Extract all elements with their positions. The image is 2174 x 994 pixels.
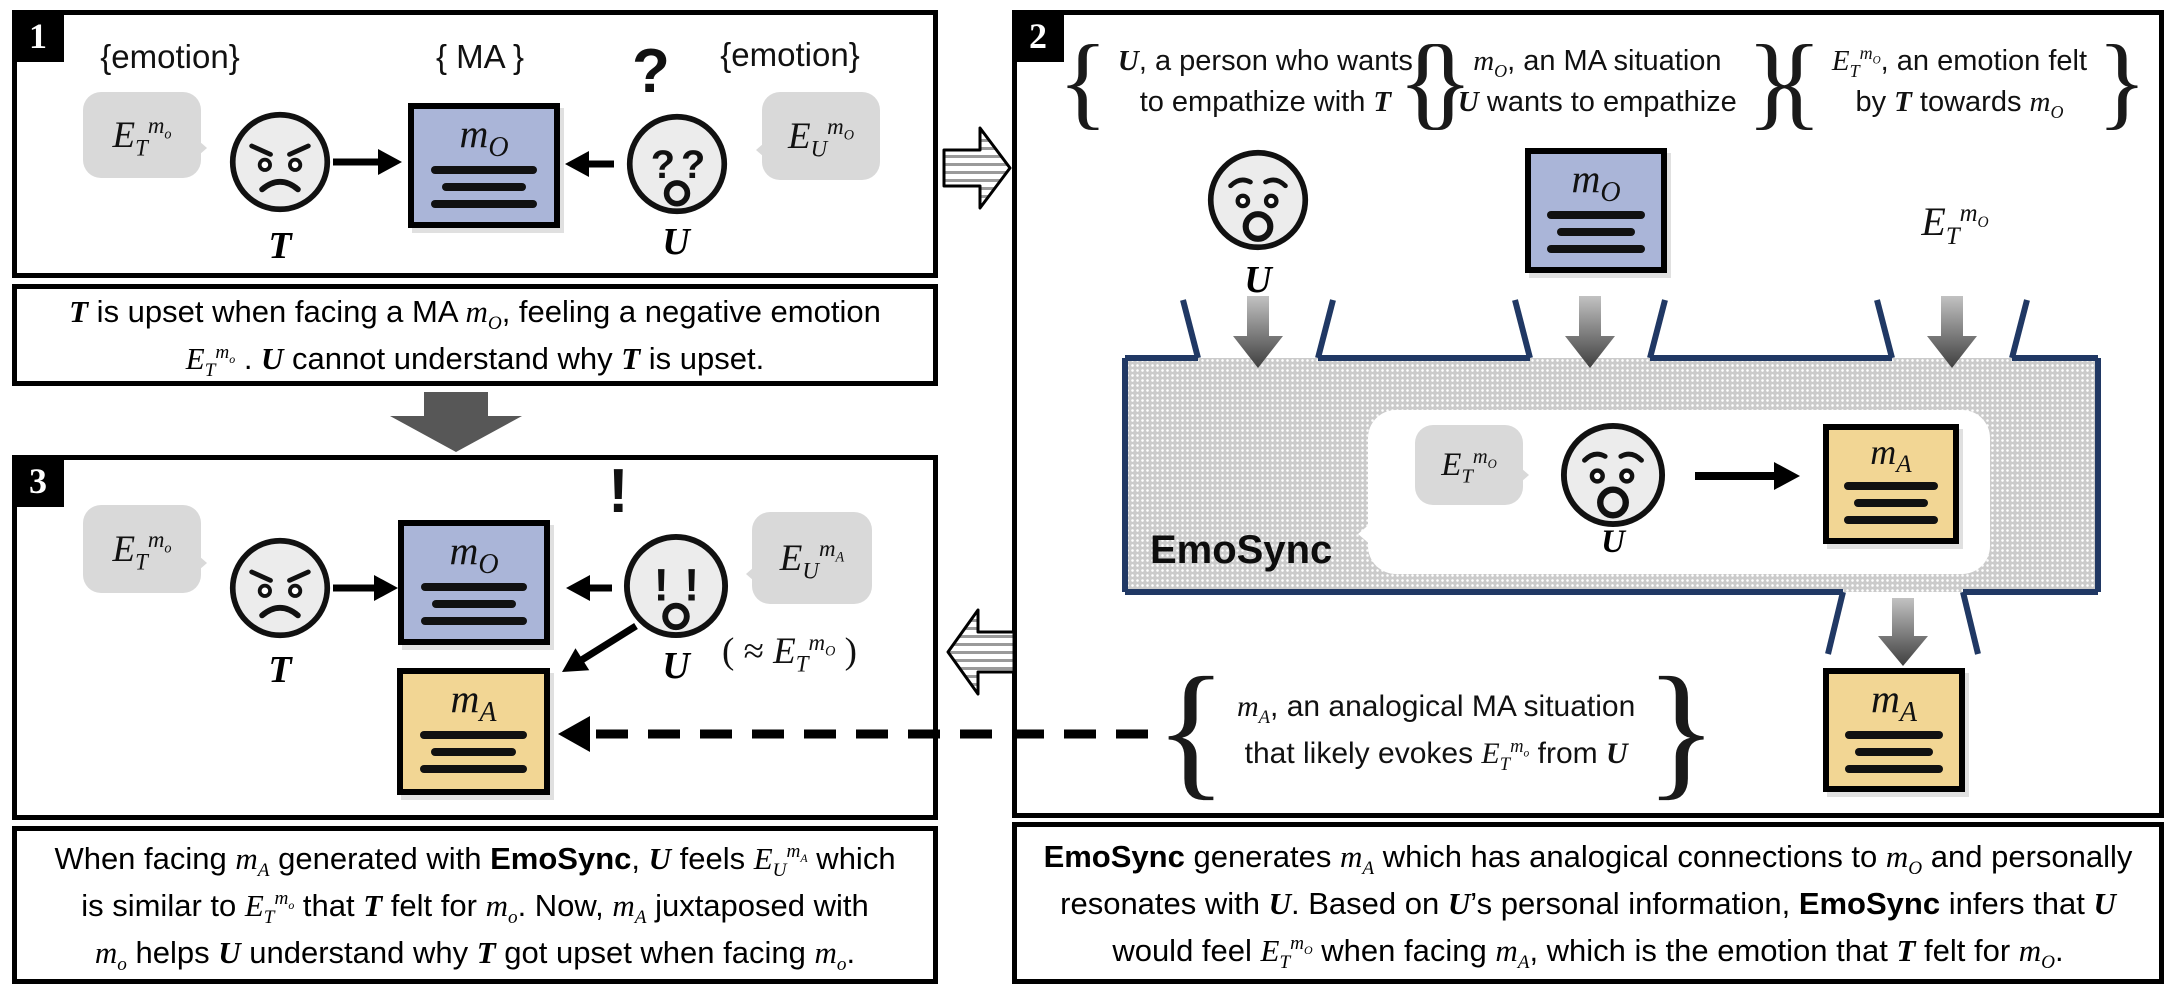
face-label-U: U: [1244, 259, 1272, 301]
brace-right: }: [1422, 24, 1473, 139]
angry-face-T-icon: [228, 110, 332, 219]
down-arrow-panel1-to-panel3: [390, 392, 522, 452]
text-line: [1843, 516, 1939, 524]
text-line: [430, 166, 538, 174]
set-label-ma: { MA }: [435, 38, 525, 75]
set-label-emotion-left: {emotion}: [100, 38, 240, 75]
speech-bubble-emotion-inner: ETmO: [1415, 425, 1529, 505]
document-box-ma-output: mA: [1823, 668, 1965, 792]
brace-right: }: [1645, 647, 1718, 813]
emosync-system-label: EmoSync: [1150, 528, 1333, 572]
text-line: [1844, 731, 1944, 739]
brace-left: {: [1398, 24, 1448, 139]
annotation-line: to empathize with T: [1139, 86, 1392, 118]
speech-bubble-emotion-T: ETmo: [83, 92, 207, 178]
brace-right: }: [1746, 24, 1797, 139]
text-line: [1546, 245, 1646, 253]
annotation-line: by T towards mO: [1855, 86, 2064, 122]
math-EU-mO: EUmO: [787, 114, 855, 161]
box-title-mo: mO: [459, 111, 509, 163]
realization-face-U-icon: ! !: [622, 532, 730, 645]
document-box-mo: mO: [408, 103, 560, 228]
math-EU-mA: EUmA: [779, 536, 845, 583]
question-mark-icon: ?: [632, 37, 670, 106]
confused-face-U-icon: ? ?: [625, 112, 729, 221]
text-line: [420, 617, 528, 625]
face-label-T: T: [268, 649, 292, 691]
striped-arrow-panel1-to-panel2: [942, 126, 1012, 210]
box-title-ma: mA: [1870, 432, 1912, 479]
annotation-line: U, a person who wants: [1117, 45, 1413, 77]
document-box-ma: mA: [397, 668, 550, 795]
math-ET-mo: ETmo: [112, 527, 172, 574]
approx-equals-note: ( ≈ ETmO ): [722, 629, 857, 677]
box-title-ma: mA: [450, 676, 497, 728]
face-label-T: T: [268, 225, 292, 267]
worried-face-U-icon: [1559, 421, 1667, 534]
box-title-ma: mA: [1871, 676, 1917, 728]
speech-bubble-emotion-U: EUmA: [746, 512, 872, 604]
annotation-line: U wants to empathize: [1457, 86, 1737, 118]
document-box-mo: mO: [398, 520, 550, 645]
worried-face-U-icon: [1206, 148, 1310, 257]
brace-left: {: [1155, 647, 1227, 813]
text-line: [431, 748, 516, 756]
text-line: [432, 600, 516, 608]
text-line: [419, 731, 528, 739]
box-title-mo: mO: [449, 528, 499, 580]
panel-1-caption: T is upset when facing a MA mO, feeling …: [12, 284, 938, 386]
speech-bubble-emotion-U: EUmO: [756, 92, 880, 180]
svg-text:!: !: [654, 560, 669, 611]
face-label-U: U: [662, 221, 690, 263]
text-line: [1557, 228, 1635, 236]
document-box-ma-inner: mA: [1823, 424, 1959, 544]
annotation-line: mO, an MA situation: [1473, 45, 1722, 81]
text-line: [1546, 211, 1646, 219]
text-line: [1853, 499, 1929, 507]
annotation-mo: { mO, an MA situation U wants to empathi…: [1398, 26, 1797, 138]
annotation-line: ETmO, an emotion felt: [1831, 43, 2088, 81]
text-line: [1844, 765, 1944, 773]
exclamation-mark-icon: !: [608, 457, 629, 526]
svg-text:?: ?: [651, 143, 675, 187]
math-ET-mO: ETmO: [1441, 445, 1497, 488]
annotation-line: mA, an analogical MA situation: [1237, 690, 1636, 728]
caption-text: T is upset when facing a MA mO, feeling …: [69, 294, 881, 382]
document-box-mo: mO: [1525, 148, 1667, 273]
caption-text: EmoSync generates mA which has analogica…: [1043, 838, 2133, 973]
caption-text: When facing mA generated with EmoSync, U…: [54, 840, 896, 975]
panel-2-badge: 2: [1012, 10, 1064, 62]
text-line: [1843, 482, 1939, 490]
panel-3-caption: When facing mA generated with EmoSync, U…: [12, 826, 938, 984]
text-line: [420, 583, 528, 591]
brace-left: {: [1772, 24, 1822, 139]
panel-1-badge: 1: [12, 10, 64, 62]
angry-face-T-icon: [228, 536, 332, 645]
svg-text:?: ?: [681, 143, 705, 187]
text-line: [419, 765, 528, 773]
striped-arrow-panel2-to-panel3: [946, 608, 1016, 696]
text-line: [430, 200, 538, 208]
label-ET-mO: ETmO: [1921, 199, 1989, 250]
math-ET-mo: ETmo: [112, 113, 172, 160]
brace-right: }: [2097, 24, 2147, 139]
annotation-emotion: { ETmO, an emotion felt by T towards mO …: [1772, 26, 2147, 138]
panel-2-caption: EmoSync generates mA which has analogica…: [1012, 822, 2164, 984]
text-line: [1855, 748, 1933, 756]
annotation-line: that likely evokes ETmo from U: [1244, 736, 1628, 775]
set-label-emotion-right: {emotion}: [720, 36, 860, 73]
annotation-ma: { mA, an analogical MA situation that li…: [1155, 655, 1717, 805]
panel-3-badge: 3: [12, 455, 64, 507]
svg-text:!: !: [684, 560, 699, 611]
face-label-U: U: [662, 645, 690, 687]
face-label-U: U: [1601, 524, 1625, 560]
speech-bubble-emotion-T: ETmo: [83, 505, 207, 593]
box-title-mo: mO: [1571, 156, 1621, 208]
brace-left: {: [1058, 24, 1108, 139]
annotation-user: { U, a person who wants to empathize wit…: [1058, 26, 1473, 138]
text-line: [442, 183, 526, 191]
